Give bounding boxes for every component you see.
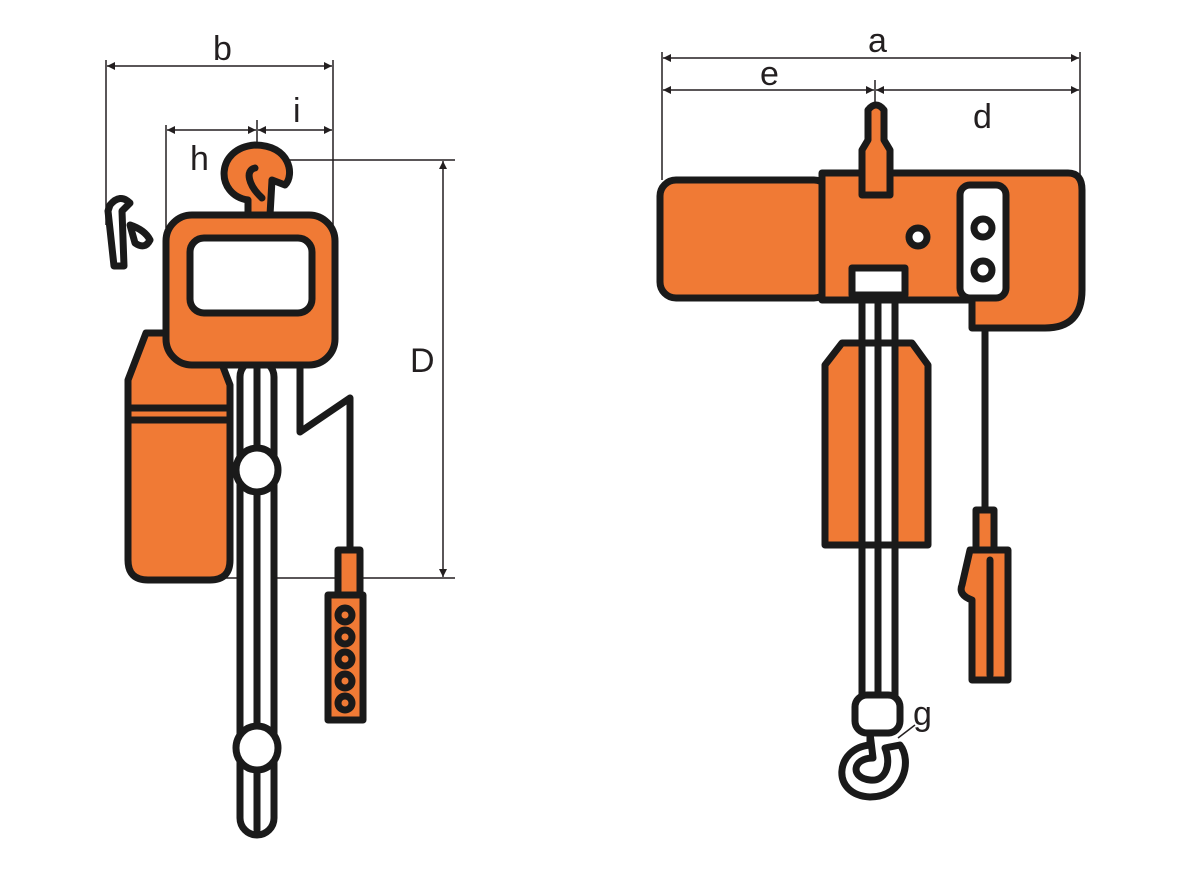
label-g: g	[913, 695, 932, 733]
hoist-body	[162, 211, 339, 369]
label-d: d	[973, 98, 992, 136]
load-chain	[232, 356, 282, 839]
label-h: h	[190, 140, 209, 178]
side-view-hoist: b h i D	[104, 30, 455, 839]
label-e: e	[760, 55, 779, 93]
dimension-e-d	[663, 80, 1079, 105]
pendant-control	[324, 546, 367, 724]
label-b: b	[213, 30, 232, 68]
front-view-hoist: a e d g	[656, 22, 1086, 801]
trolley-body	[656, 101, 1086, 332]
pendant-control-front	[957, 506, 1012, 684]
dimension-h-i	[165, 120, 332, 228]
label-D: D	[410, 342, 435, 380]
motor-housing	[124, 329, 234, 584]
bottom-hook	[838, 691, 916, 801]
top-hook	[220, 141, 293, 219]
pendant-cable	[296, 361, 354, 564]
label-a: a	[868, 22, 887, 60]
label-i: i	[293, 92, 301, 130]
dimension-a	[661, 52, 1081, 180]
handle-icon	[104, 195, 154, 270]
dimension-b	[105, 60, 334, 228]
